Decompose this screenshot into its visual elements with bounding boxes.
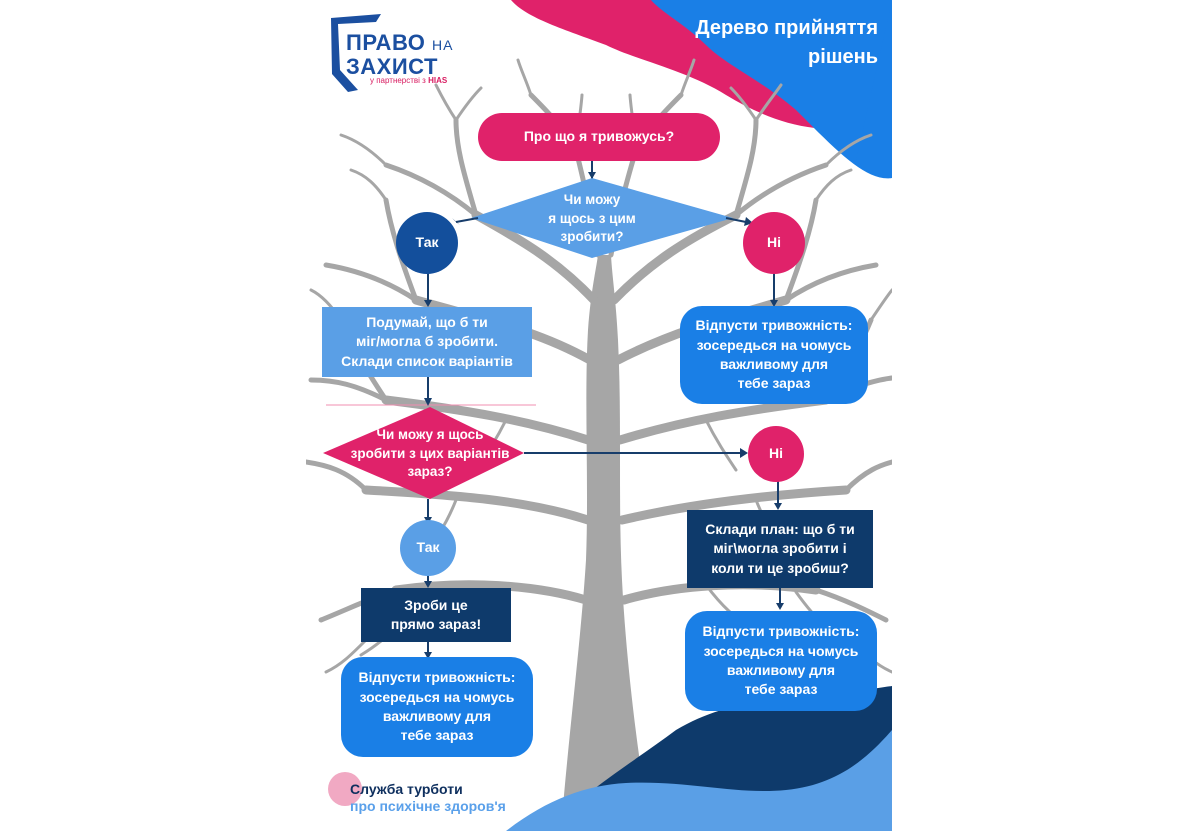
light-blue-wave-shape [506, 730, 892, 831]
arrow-q1-to-no1 [725, 217, 747, 223]
page-title: Дерево прийняття рішень [695, 17, 878, 68]
logo-line1: ПРАВО [346, 30, 426, 55]
logo-line2: ЗАХИСТ [346, 54, 438, 79]
logo-partner-text: у партнерстві з [370, 76, 426, 85]
release3-box: Відпусти тривожність: зосередься на чому… [685, 611, 877, 711]
no2-circle: Ні [748, 426, 804, 482]
question1-text: Чи можу я щось з цим зробити? [548, 192, 636, 245]
do-now-box: Зроби це прямо зараз! [361, 588, 511, 642]
poster: ПРАВО НА ЗАХИСТ у партнерстві з HIAS Дер… [306, 0, 892, 831]
plan-box: Склади план: що б ти міг\могла зробити і… [687, 510, 873, 588]
no1-circle: Ні [743, 212, 805, 274]
footer-line1: Служба турботи [350, 781, 463, 797]
decision-diamond-2 [323, 407, 524, 499]
think-box: Подумай, що б ти міг/могла б зробити. Ск… [322, 307, 532, 377]
footer-line2: про психічне здоров'я [350, 798, 506, 814]
yes1-circle: Так [396, 212, 458, 274]
footer-decor-dot [328, 772, 362, 806]
yes2-circle: Так [400, 520, 456, 576]
tree-illustration [306, 58, 892, 831]
start-node: Про що я тривожусь? [478, 113, 720, 161]
arrow-q1-to-yes1 [455, 217, 479, 223]
logo-partner-brand: HIAS [428, 76, 448, 85]
tree-trunk [561, 255, 651, 831]
decision-diamond-1 [471, 178, 733, 258]
background-art [306, 0, 892, 831]
release2-box: Відпусти тривожність: зосередься на чому… [341, 657, 533, 757]
question2-text: Чи можу я щось зробити з цих варіантів з… [350, 427, 510, 480]
logo-line1-suffix: НА [432, 37, 454, 53]
logo: ПРАВО НА ЗАХИСТ у партнерстві з HIAS [326, 12, 496, 96]
release1-box: Відпусти тривожність: зосередься на чому… [680, 306, 868, 404]
blue-wave-shape [651, 0, 892, 179]
shield-icon [331, 14, 381, 92]
